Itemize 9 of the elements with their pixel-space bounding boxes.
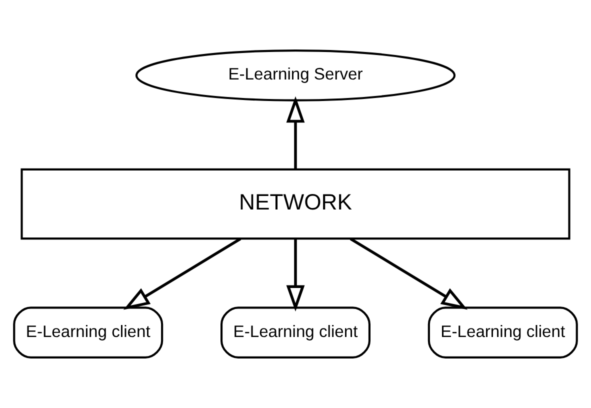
arrow [286,96,305,170]
node-ellipse: E-Learning Server [135,50,456,102]
arrow [286,239,305,312]
node-box: E-Learning client [428,306,578,358]
node-box: NETWORK [20,168,570,240]
arrow [123,238,242,310]
arrow [350,238,468,310]
node-box: E-Learning client [220,306,370,358]
node-box: E-Learning client [13,306,164,358]
